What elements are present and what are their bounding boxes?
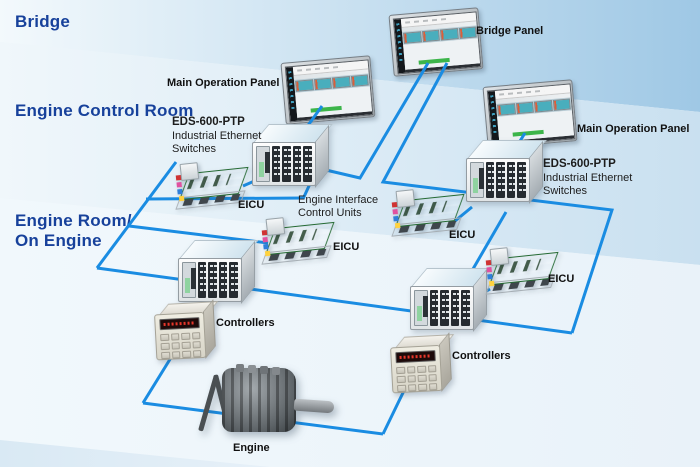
board-module-box (395, 189, 416, 208)
main-operation-panel-left-label: Main Operation Panel (167, 77, 280, 89)
eicu-label-engine-room-right: EICU (548, 273, 575, 285)
switch-front-face (466, 158, 530, 202)
eds-right-name: EDS-600-PTP (543, 158, 616, 170)
board-module-box (179, 162, 200, 181)
board-colored-connectors (486, 266, 492, 273)
eicu-label-right-center: EICU (449, 229, 476, 241)
eicu-label-center: EICU (333, 241, 360, 253)
controller-left (154, 299, 219, 363)
engine-label: Engine (233, 442, 270, 454)
eds-switch-ecr-left (252, 124, 333, 188)
monitor-content (494, 84, 575, 145)
section-label-ecr-text: Engine Control Room (15, 101, 194, 120)
section-label-bridge: Bridge (15, 12, 70, 32)
switch-engine-room-right (410, 268, 491, 332)
controller-right (390, 332, 455, 396)
led-display (159, 317, 200, 331)
section-label-engine-room: Engine Room/ On Engine (15, 211, 132, 250)
bridge-panel-label: Bridge Panel (476, 25, 544, 37)
engine-image (196, 364, 336, 444)
switch-engine-room-left (178, 240, 259, 304)
keypad (160, 332, 202, 360)
eds-left-label: EDS-600-PTP Industrial Ethernet Switches (172, 116, 261, 156)
bridge-panel-monitor (388, 7, 484, 77)
band-bottom (0, 440, 270, 467)
switch-front-face (252, 142, 316, 186)
board-colored-connectors (176, 181, 182, 188)
eds-right-desc1: Industrial Ethernet (543, 172, 633, 185)
controller-front-face (154, 311, 207, 361)
main-operation-panel-right-monitor (482, 79, 578, 149)
eds-switch-ecr-right (466, 140, 547, 204)
eds-right-label: EDS-600-PTP Industrial Ethernet Switches (543, 158, 632, 198)
controllers-left-label: Controllers (216, 317, 275, 329)
board-colored-connectors (262, 236, 268, 243)
led-display (395, 350, 436, 364)
controller-front-face (390, 344, 443, 394)
eicu-group-line2: Control Units (298, 206, 362, 219)
board-module-box (489, 247, 510, 266)
monitor-screen (486, 83, 576, 147)
section-label-bridge-text: Bridge (15, 12, 71, 31)
engine-top-detail (236, 364, 244, 372)
engine-shaft (293, 398, 335, 414)
monitor-screen (392, 11, 482, 75)
monitor-content (292, 60, 373, 121)
eicu-group-label: Engine Interface Control Units (298, 194, 378, 219)
eds-right-desc2: Switches (543, 184, 588, 197)
board-colored-connectors (392, 208, 398, 215)
eds-left-desc2: Switches (172, 142, 217, 155)
main-operation-panel-right-label: Main Operation Panel (577, 123, 690, 135)
eicu-board-engine-room-right (482, 244, 559, 297)
section-label-engine-control-room: Engine Control Room (15, 101, 194, 121)
eds-left-desc1: Industrial Ethernet (172, 130, 262, 143)
controllers-right-label: Controllers (452, 350, 511, 362)
engine-block (222, 368, 296, 432)
monitor-screen (284, 59, 374, 123)
switch-front-face (410, 286, 474, 330)
eicu-label-ecr-left: EICU (238, 199, 265, 211)
eds-left-name: EDS-600-PTP (172, 116, 245, 128)
keypad (396, 365, 438, 393)
main-operation-panel-left-monitor (280, 55, 376, 125)
section-label-er-line2: On Engine (15, 230, 102, 250)
eicu-group-line1: Engine Interface (298, 194, 379, 206)
eicu-board-ecr-left (172, 159, 249, 212)
monitor-content (400, 12, 481, 73)
section-label-er-line1: Engine Room/ (15, 211, 132, 230)
board-module-box (265, 217, 286, 236)
switch-front-face (178, 258, 242, 302)
eicu-board-center (258, 214, 335, 267)
